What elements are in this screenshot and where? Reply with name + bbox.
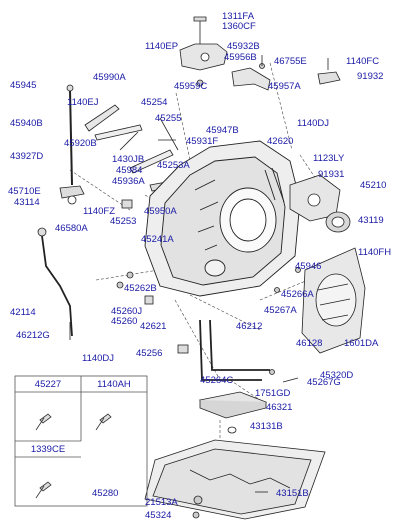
part-label-46128[interactable]: 46128 [296, 338, 323, 349]
table-header-45227[interactable]: 45227 [34, 379, 62, 390]
part-label-45254[interactable]: 45254 [141, 97, 168, 108]
part-label-45280[interactable]: 45280 [92, 488, 119, 499]
part-label-46212g[interactable]: 46212G [16, 330, 50, 341]
part-label-1601da[interactable]: 1601DA [344, 338, 379, 349]
part-label-45920b[interactable]: 45920B [64, 138, 97, 149]
table-header-1140ah[interactable]: 1140AH [97, 379, 131, 390]
part-label-45990a[interactable]: 45990A [93, 72, 126, 83]
part-label-46755e[interactable]: 46755E [274, 56, 307, 67]
part-label-43131b[interactable]: 43131B [250, 421, 283, 432]
part-label-45932b[interactable]: 45932B [227, 41, 260, 52]
part-label-45710e[interactable]: 45710E [8, 186, 41, 197]
part-label-45324[interactable]: 45324 [145, 510, 172, 521]
part-label-1430jb[interactable]: 1430JB [112, 154, 145, 165]
part-label-1311fa[interactable]: 1311FA [222, 11, 255, 22]
extension-housing [289, 174, 341, 222]
part-label-1140ep[interactable]: 1140EP [145, 41, 179, 52]
part-label-46212[interactable]: 46212 [236, 321, 263, 332]
part-label-1140dj-top[interactable]: 1140DJ [297, 118, 330, 129]
part-label-45256[interactable]: 45256 [136, 348, 163, 359]
part-label-43119[interactable]: 43119 [358, 215, 384, 226]
part-label-1360cf[interactable]: 1360CF [222, 21, 256, 32]
side-cover [301, 247, 366, 354]
part-label-45266a[interactable]: 45266A [281, 289, 314, 300]
dipstick-tube [37, 227, 73, 340]
part-label-45946[interactable]: 45946 [295, 261, 322, 272]
part-label-45959c[interactable]: 45959C [174, 81, 208, 92]
part-label-46321[interactable]: 46321 [266, 402, 293, 413]
part-label-91932[interactable]: 91932 [357, 71, 384, 82]
breather-cover [179, 16, 228, 87]
part-label-45320d[interactable]: 45320D [320, 370, 354, 381]
part-label-45936a[interactable]: 45936A [112, 176, 145, 187]
part-label-45956b[interactable]: 45956B [224, 52, 257, 63]
part-label-46580a[interactable]: 46580A [55, 223, 88, 234]
part-label-43114[interactable]: 43114 [14, 197, 40, 208]
part-label-45264c[interactable]: 45264C [200, 375, 234, 386]
transmission-case [144, 140, 301, 297]
part-label-1140ej[interactable]: 1140EJ [67, 97, 99, 108]
part-label-45267a[interactable]: 45267A [264, 305, 297, 316]
part-label-91931[interactable]: 91931 [318, 169, 345, 180]
cooler-pipes [199, 319, 270, 381]
manual-shaft [59, 84, 85, 205]
part-label-1751gd[interactable]: 1751GD [255, 388, 291, 399]
bracket-45957a [231, 55, 271, 91]
part-label-45260[interactable]: 45260 [111, 316, 138, 327]
part-label-45984[interactable]: 45984 [116, 165, 143, 176]
part-label-43927d[interactable]: 43927D [10, 151, 44, 162]
part-label-45260j[interactable]: 45260J [111, 306, 143, 317]
part-label-45262b[interactable]: 45262B [124, 283, 157, 294]
part-label-45940b[interactable]: 45940B [10, 118, 43, 129]
part-label-1140fc[interactable]: 1140FC [346, 56, 380, 67]
part-label-45255[interactable]: 45255 [155, 113, 182, 124]
part-label-1140fz[interactable]: 1140FZ [83, 206, 116, 217]
table-header-1339ce[interactable]: 1339CE [30, 444, 66, 455]
part-label-1140dj-bottom[interactable]: 1140DJ [82, 353, 115, 364]
part-label-45253a[interactable]: 45253A [157, 160, 190, 171]
part-label-45945[interactable]: 45945 [10, 80, 37, 91]
part-label-45241a[interactable]: 45241A [141, 234, 174, 245]
part-label-45267g[interactable]: 45267G [307, 377, 341, 388]
parts-table [14, 375, 148, 507]
part-label-45947b[interactable]: 45947B [206, 125, 239, 136]
part-label-45957a[interactable]: 45957A [268, 81, 301, 92]
part-label-42114[interactable]: 42114 [10, 307, 36, 318]
oil-pan [144, 439, 326, 520]
part-label-1140fh[interactable]: 1140FH [358, 247, 392, 258]
part-label-45931f[interactable]: 45931F [186, 136, 219, 147]
part-label-42621[interactable]: 42621 [140, 321, 167, 332]
part-label-21513a[interactable]: 21513A [145, 497, 178, 508]
part-label-45210[interactable]: 45210 [360, 180, 387, 191]
part-label-45253[interactable]: 45253 [110, 216, 137, 227]
part-label-1123ly[interactable]: 1123LY [313, 153, 345, 164]
part-label-45950a[interactable]: 45950A [144, 206, 177, 217]
part-label-42620[interactable]: 42620 [267, 136, 294, 147]
part-label-43151b[interactable]: 43151B [276, 488, 309, 499]
